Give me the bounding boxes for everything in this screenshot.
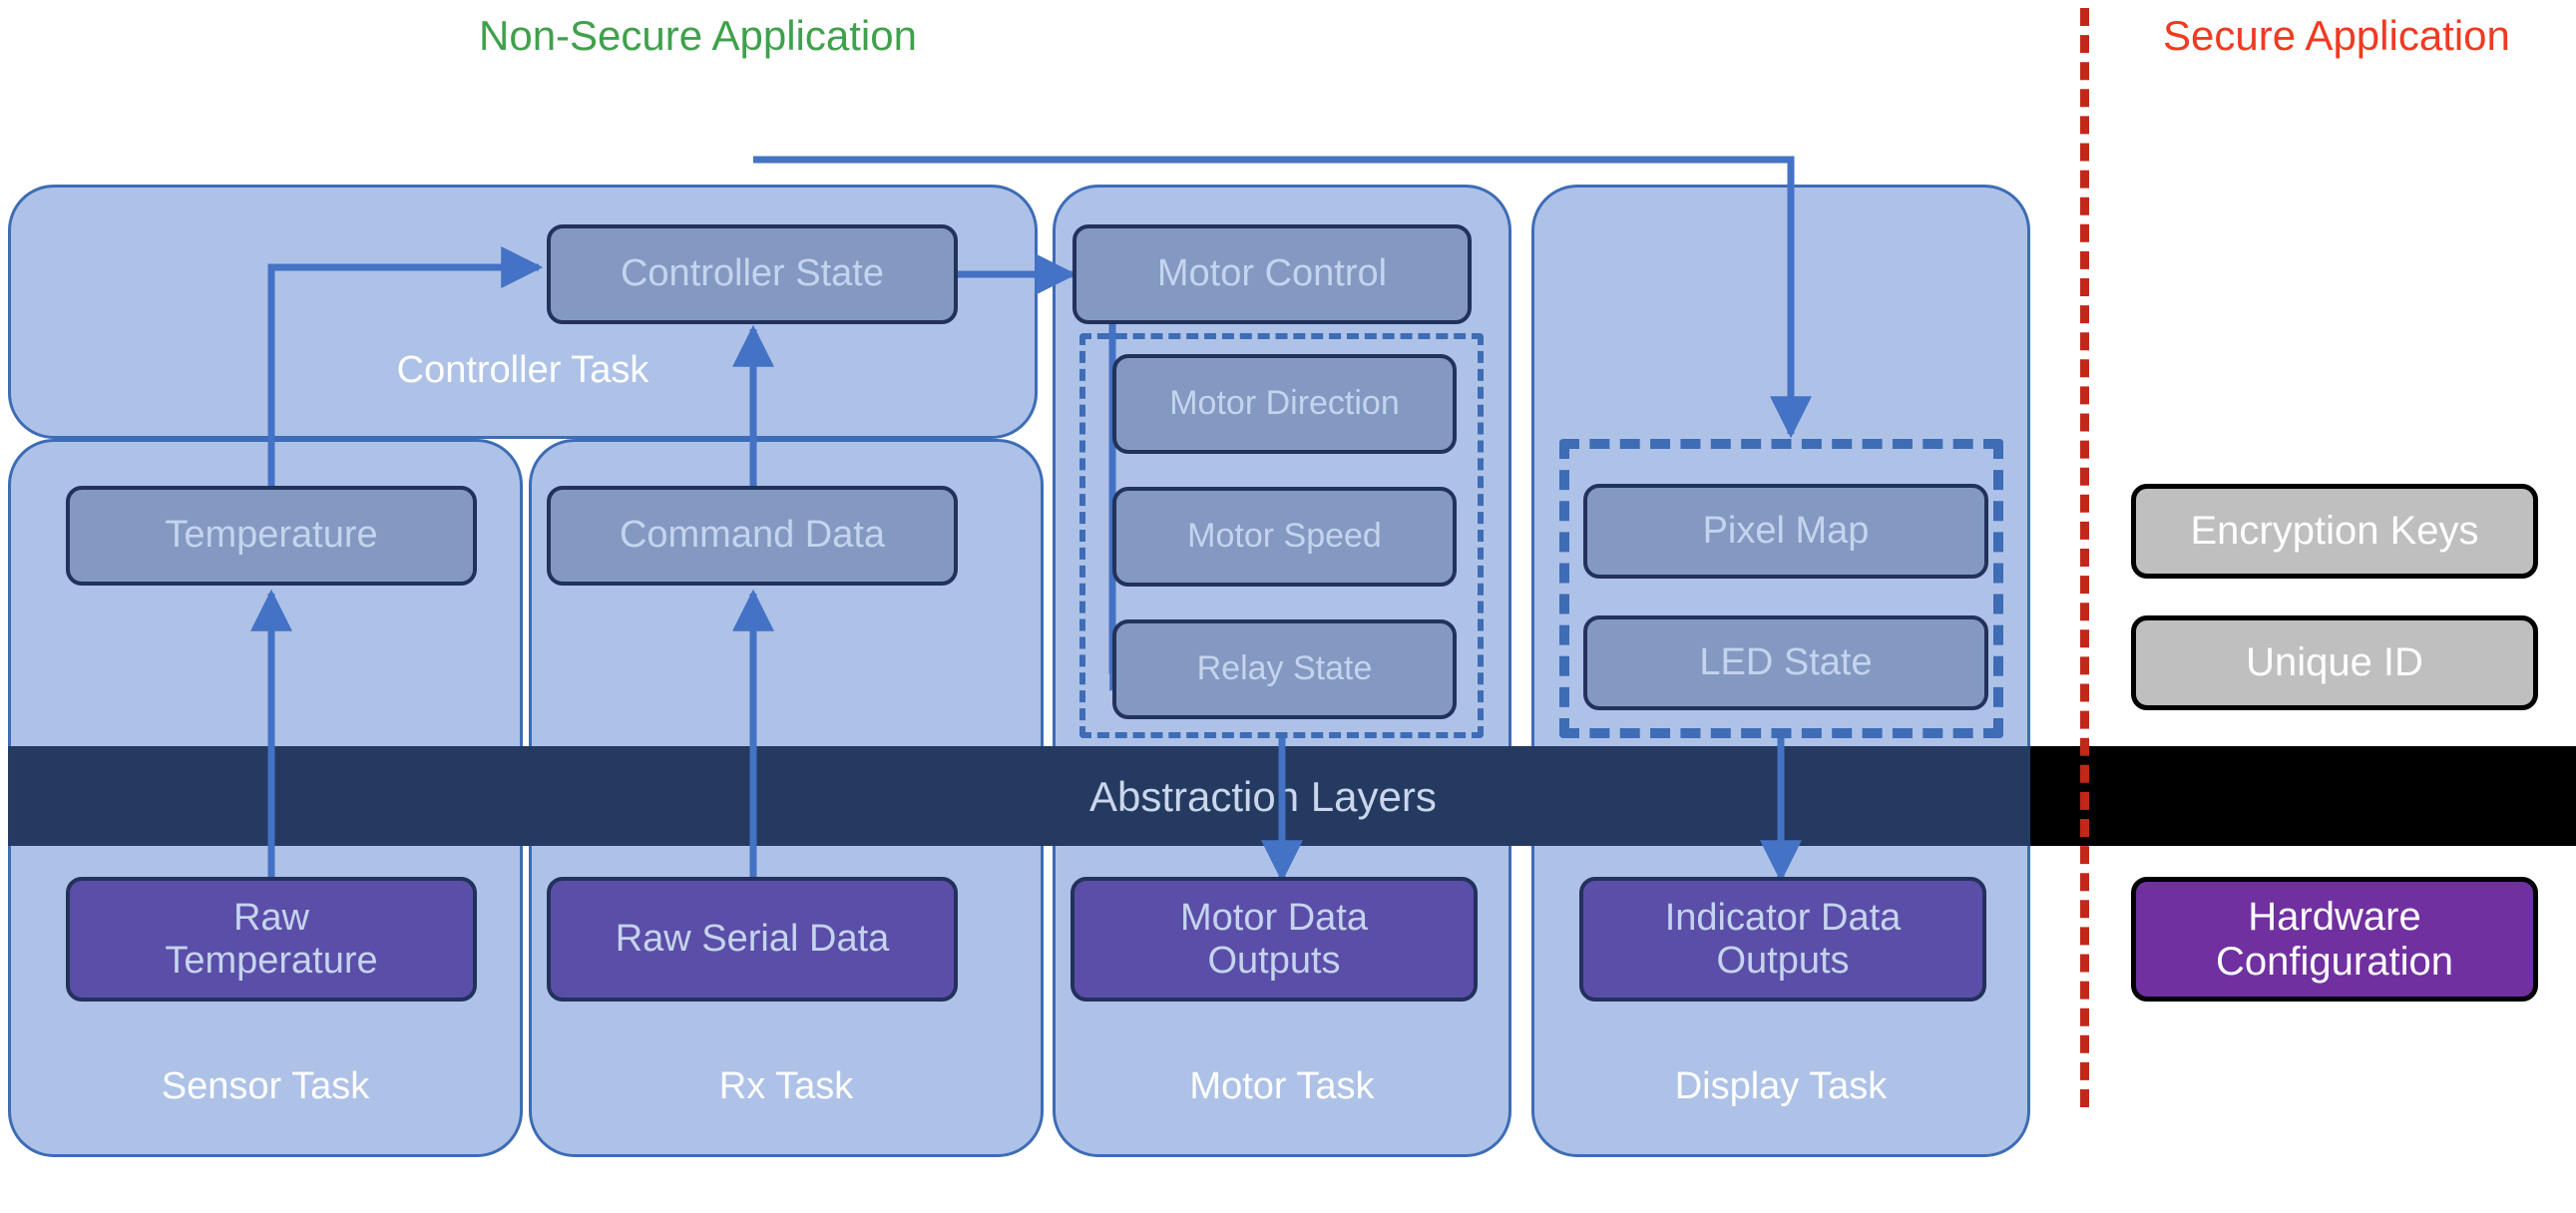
hardware-box-raw-serial-data[interactable]: Raw Serial Data: [547, 877, 958, 1002]
task-label-motor: Motor Task: [1189, 1065, 1375, 1107]
secure-boundary-divider: [2080, 8, 2089, 1107]
data-box-controller-state[interactable]: Controller State: [547, 224, 958, 324]
hardware-box-motor-data-outputs[interactable]: Motor Data Outputs: [1071, 877, 1478, 1002]
abstraction-layers-label: Abstraction Layers: [1089, 773, 1437, 820]
data-box-pixel-map[interactable]: Pixel Map: [1583, 484, 1988, 579]
non-secure-application-heading: Non-Secure Application: [479, 12, 917, 59]
secure-box-encryption-keys[interactable]: Encryption Keys: [2131, 484, 2538, 579]
hardware-box-indicator-data-outputs[interactable]: Indicator Data Outputs: [1579, 877, 1986, 1002]
data-box-motor-speed[interactable]: Motor Speed: [1112, 487, 1457, 587]
secure-application-heading: Secure Application: [2163, 12, 2510, 59]
display-outputs-group-frame: [1559, 439, 2003, 738]
data-box-motor-direction[interactable]: Motor Direction: [1112, 354, 1457, 454]
secure-box-hardware-configuration[interactable]: Hardware Configuration: [2131, 877, 2538, 1002]
task-label-controller: Controller Task: [396, 349, 649, 391]
data-box-command-data[interactable]: Command Data: [547, 486, 958, 586]
abstraction-layers-bar-secure: [2030, 746, 2576, 846]
hardware-box-raw-temperature[interactable]: Raw Temperature: [66, 877, 477, 1002]
task-label-rx: Rx Task: [718, 1065, 854, 1107]
task-label-sensor: Sensor Task: [161, 1065, 370, 1107]
secure-box-unique-id[interactable]: Unique ID: [2131, 615, 2538, 710]
task-label-display: Display Task: [1674, 1065, 1888, 1107]
data-box-motor-control[interactable]: Motor Control: [1073, 224, 1472, 324]
abstraction-layers-bar: [8, 746, 2030, 846]
data-box-temperature[interactable]: Temperature: [66, 486, 477, 586]
data-box-led-state[interactable]: LED State: [1583, 615, 1988, 710]
data-box-relay-state[interactable]: Relay State: [1112, 619, 1457, 719]
